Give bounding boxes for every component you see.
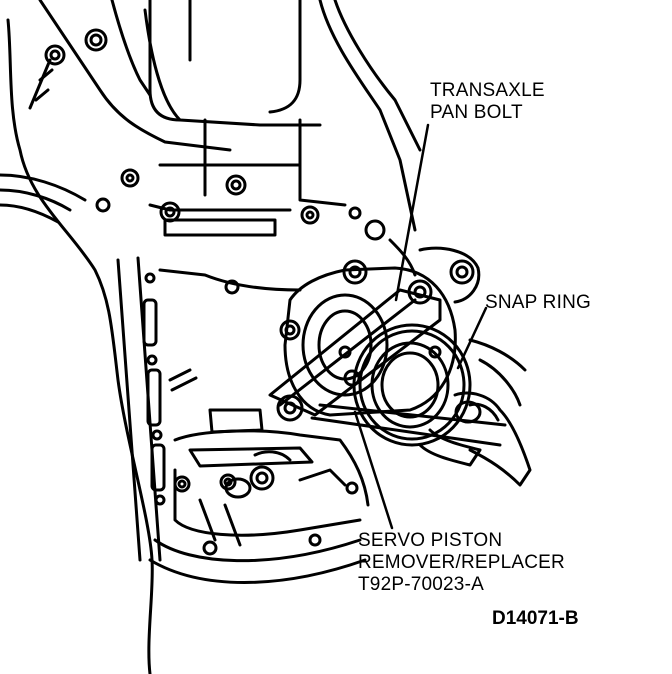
snap-ring bbox=[352, 323, 472, 447]
gasket-rail bbox=[116, 256, 302, 562]
snap-ring-label: SNAP RING bbox=[485, 292, 591, 314]
label-line: SERVO PISTON bbox=[358, 530, 503, 551]
lower-assembly bbox=[148, 408, 370, 584]
upper-cavity bbox=[148, 0, 422, 277]
figure-id: D14071-B bbox=[492, 608, 579, 629]
label-line: T92P-70023-A bbox=[358, 574, 484, 595]
label-line: REMOVER/REPLACER bbox=[358, 552, 565, 573]
label-line: TRANSAXLE bbox=[430, 80, 545, 101]
snap-ring-pliers bbox=[418, 338, 532, 487]
right-flange bbox=[224, 246, 481, 304]
upper-bolts bbox=[28, 28, 140, 213]
servo-tool-label: SERVO PISTON REMOVER/REPLACER T92P-70023… bbox=[358, 530, 565, 596]
case-outline bbox=[0, 0, 322, 674]
label-line: SNAP RING bbox=[485, 292, 591, 313]
transaxle-pan-bolt-label: TRANSAXLE PAN BOLT bbox=[430, 80, 545, 124]
label-line: PAN BOLT bbox=[430, 102, 523, 123]
servo-piston-tool bbox=[268, 279, 507, 447]
leader-lines bbox=[353, 123, 488, 530]
